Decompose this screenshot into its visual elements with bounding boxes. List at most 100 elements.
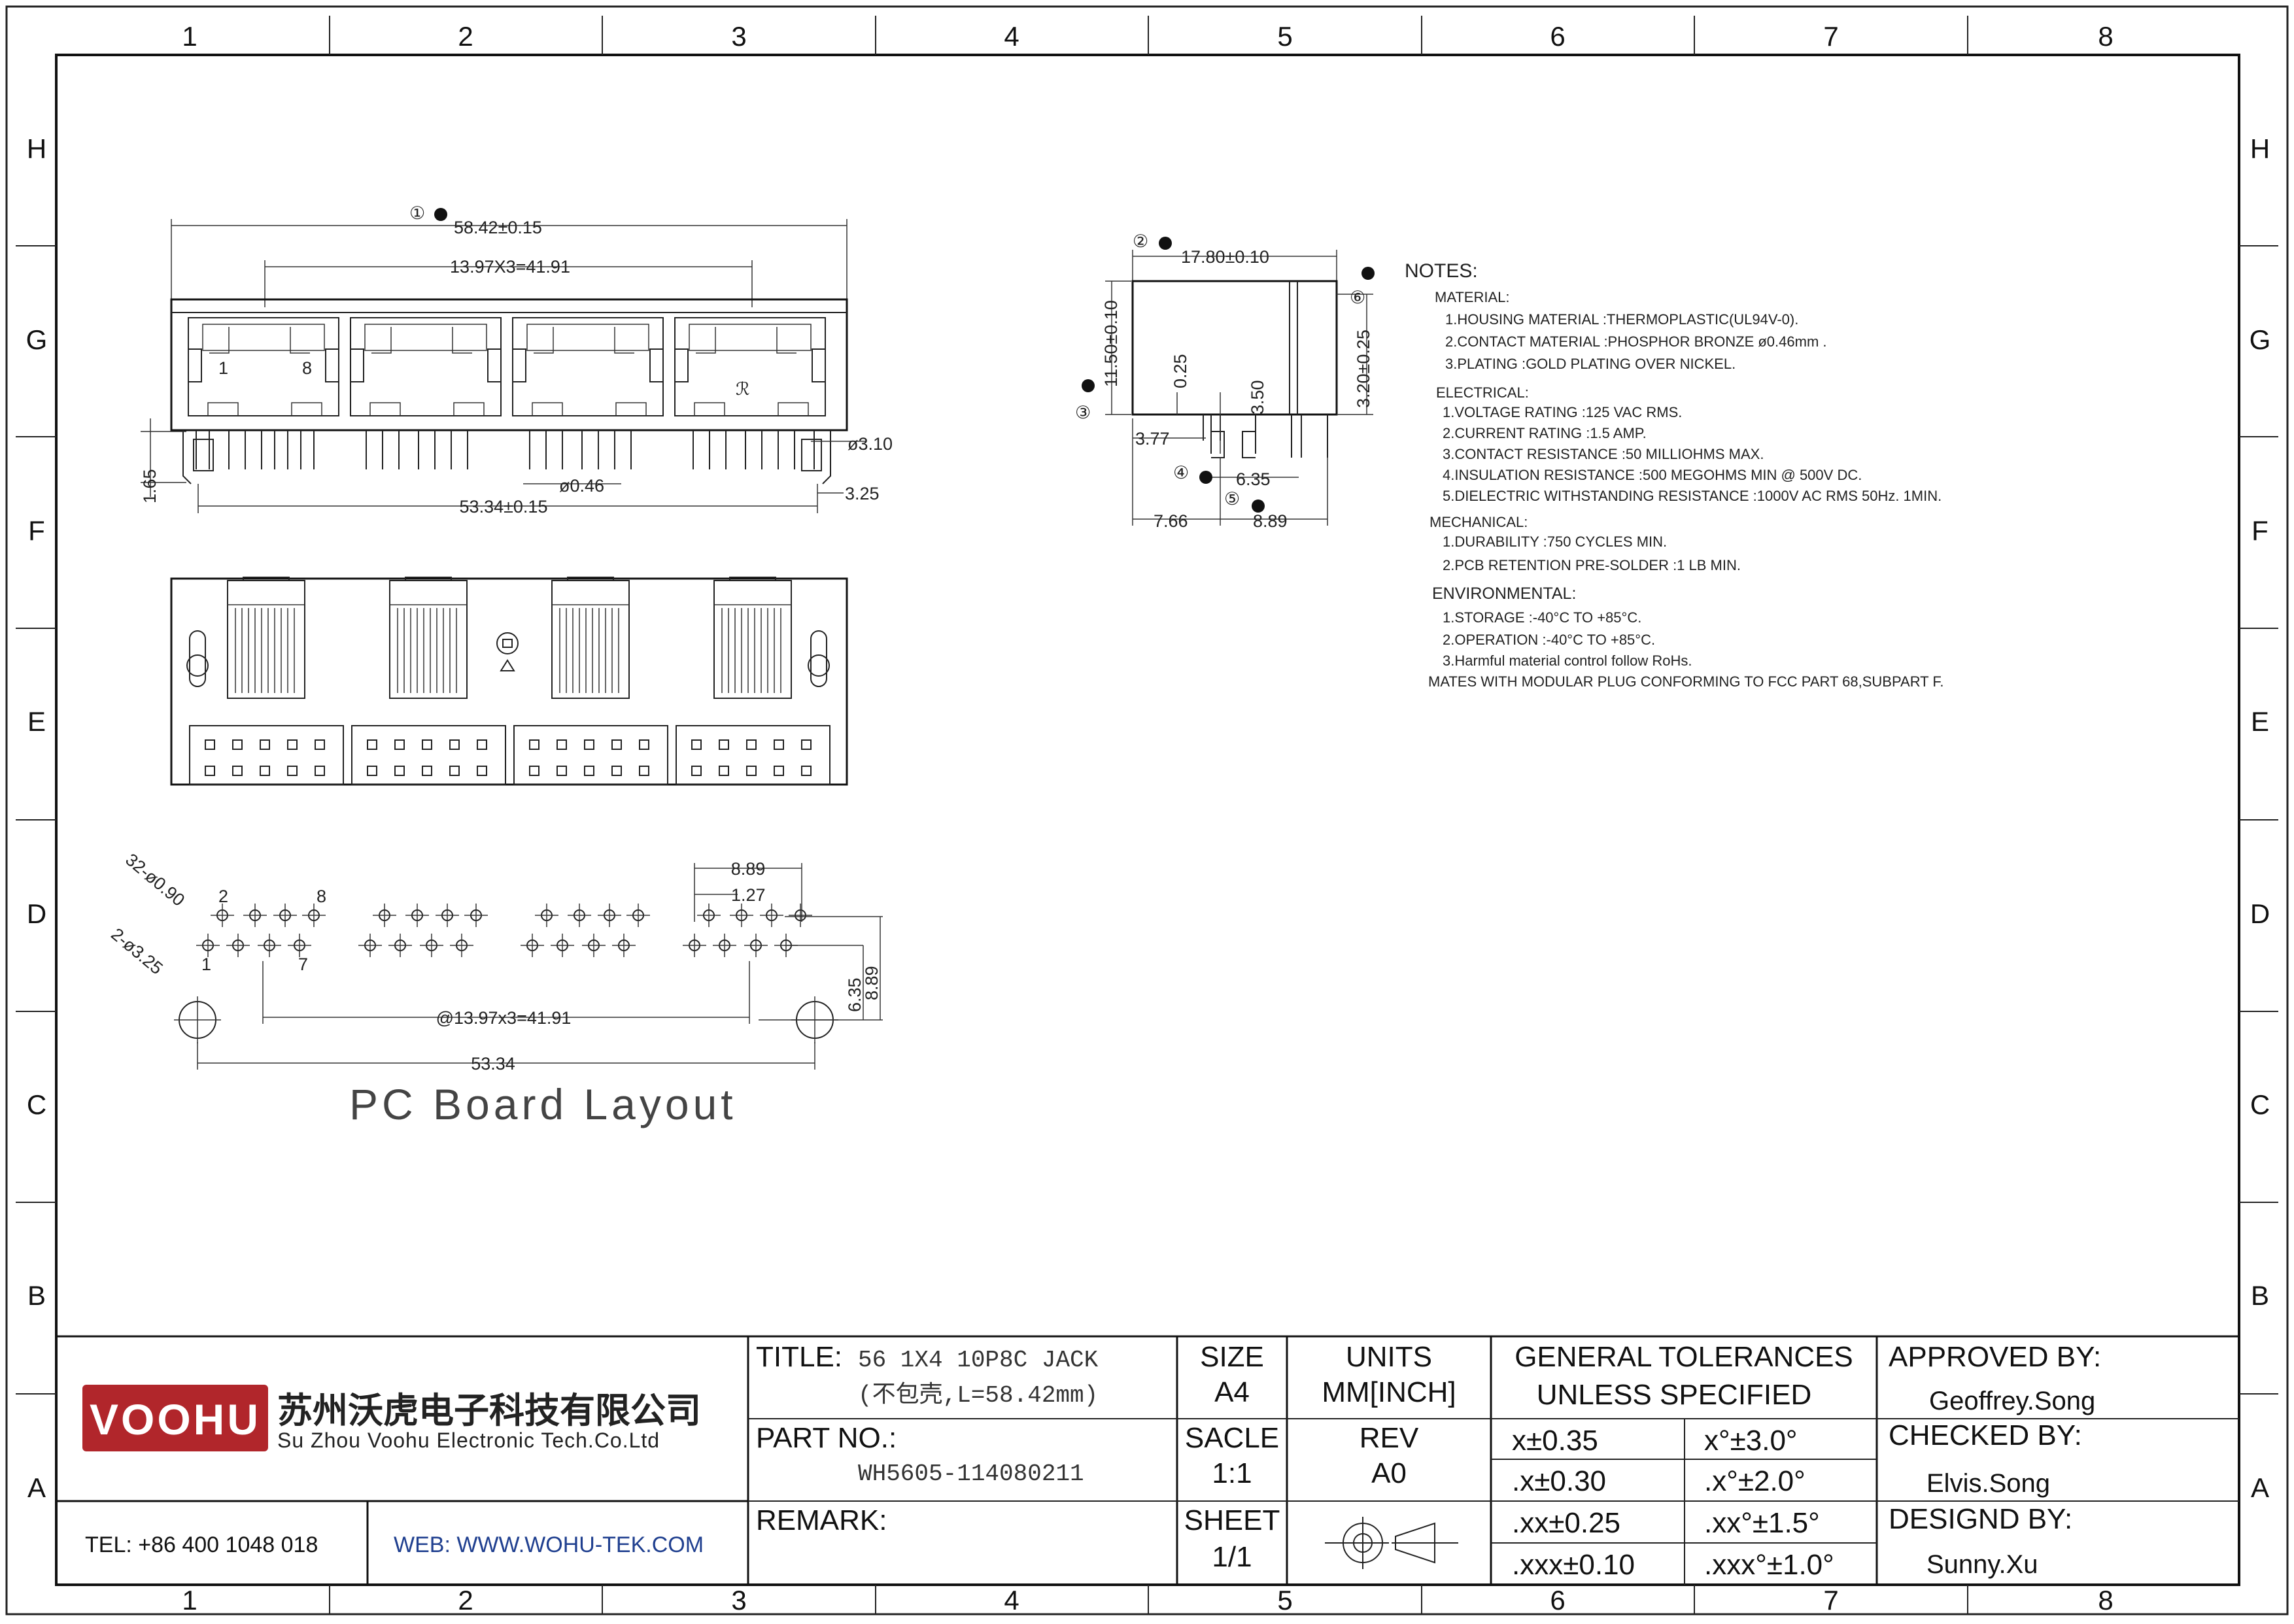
- solder-pad: [232, 739, 243, 750]
- row-label: E: [2251, 706, 2269, 737]
- row-label: A: [2251, 1472, 2269, 1503]
- col-label: 4: [1004, 1585, 1019, 1616]
- col-label: 1: [182, 1585, 197, 1616]
- units-label: UNITS: [1346, 1341, 1432, 1373]
- electrical-1: 1.VOLTAGE RATING :125 VAC RMS.: [1443, 404, 1682, 420]
- side-marker-320: ⑥: [1350, 288, 1365, 307]
- material-1: 1.HOUSING MATERIAL :THERMOPLASTIC(UL94V-…: [1445, 311, 1798, 328]
- company-name-cn: 苏州沃虎电子科技有限公司: [277, 1391, 701, 1430]
- electrical-2: 2.CURRENT RATING :1.5 AMP.: [1443, 425, 1647, 441]
- tolerance-linear-3: .xxx±0.10: [1512, 1549, 1635, 1581]
- row-label: E: [27, 706, 46, 737]
- pcb-hole-crosshair: [436, 904, 459, 927]
- solder-pad: [746, 766, 757, 776]
- tolerance-linear-2: .xx±0.25: [1512, 1507, 1620, 1539]
- pcb-caption: PC Board Layout: [349, 1080, 737, 1128]
- electrical-heading: ELECTRICAL:: [1436, 384, 1529, 401]
- side-marker-width: ②: [1133, 231, 1148, 251]
- solder-pad: [774, 739, 784, 750]
- pcb-pitch: @13.97x3=41.91: [436, 1008, 572, 1028]
- pcb-hole-crosshair: [373, 904, 396, 927]
- front-pitch: 13.97X3=41.91: [450, 257, 570, 277]
- tolerance-heading-2: UNLESS SPECIFIED: [1537, 1379, 1812, 1411]
- row-label: C: [27, 1089, 46, 1120]
- solder-pad: [315, 739, 325, 750]
- front-post-spacing: 53.34±0.15: [460, 497, 548, 516]
- solder-pad: [477, 766, 487, 776]
- pad-grid: [205, 739, 812, 776]
- pcb-hole-crosshair: [568, 904, 591, 927]
- solder-pad: [422, 739, 432, 750]
- row-label: F: [28, 515, 45, 546]
- col-label: 5: [1277, 21, 1292, 52]
- row-label: H: [27, 133, 46, 164]
- pcb-hole-crosshair: [697, 904, 721, 927]
- tolerance-heading-1: GENERAL TOLERANCES: [1515, 1341, 1853, 1373]
- pcb-layout: 32-ø0.90 2-ø3.25 2 8 1 7 8.89 1.27 6.35 …: [107, 850, 883, 1128]
- solder-pad: [691, 766, 702, 776]
- solder-pad: [584, 739, 594, 750]
- material-2: 2.CONTACT MATERIAL :PHOSPHOR BRONZE ø0.4…: [1445, 333, 1827, 350]
- solder-pad: [449, 739, 460, 750]
- warning-icon: [500, 659, 515, 671]
- mechanical-heading: MECHANICAL:: [1429, 514, 1528, 530]
- side-dim-350: 3.50: [1248, 380, 1267, 414]
- solder-pad: [529, 739, 539, 750]
- row-label: B: [27, 1280, 46, 1311]
- col-label: 2: [458, 1585, 473, 1616]
- solder-pad: [639, 739, 649, 750]
- solder-pad: [449, 766, 460, 776]
- lock-icon: [496, 632, 519, 654]
- electrical-5: 5.DIELECTRIC WITHSTANDING RESISTANCE :10…: [1443, 488, 1942, 504]
- solder-pad: [287, 739, 298, 750]
- critical-dimension-icon: [1199, 471, 1212, 484]
- solder-pad: [746, 739, 757, 750]
- sheet-value: 1/1: [1212, 1541, 1252, 1573]
- pcb-pin-2: 2: [218, 887, 228, 906]
- logo-text: VOOHU: [90, 1395, 261, 1444]
- critical-dimension-icon: [1361, 267, 1375, 280]
- pcb-hole-crosshair: [302, 904, 326, 927]
- company-name-en: Su Zhou Voohu Electronic Tech.Co.Ltd: [277, 1429, 660, 1452]
- pcb-hole-crosshair: [420, 934, 443, 957]
- material-heading: MATERIAL:: [1435, 289, 1510, 305]
- environmental-1: 1.STORAGE :-40°C TO +85°C.: [1443, 609, 1641, 626]
- size-label: SIZE: [1200, 1341, 1264, 1373]
- col-label: 2: [458, 21, 473, 52]
- front-pin-dia: ø0.46: [559, 476, 604, 496]
- col-label: 1: [182, 21, 197, 52]
- row-label: G: [26, 324, 48, 355]
- environmental-3: 3.Harmful material control follow RoHs.: [1443, 652, 1692, 669]
- checked-label: CHECKED BY:: [1889, 1419, 2082, 1451]
- pcb-hole-crosshair: [683, 934, 706, 957]
- side-body-outline: [1131, 280, 1338, 416]
- pcb-hole-crosshair: [226, 934, 250, 957]
- pcb-hole-count: 32-ø0.90: [122, 850, 188, 910]
- tolerance-linear-0: x±0.35: [1512, 1425, 1598, 1457]
- notes-heading: NOTES:: [1405, 260, 1478, 282]
- pcb-hole-crosshair: [450, 934, 473, 957]
- solder-pad: [477, 739, 487, 750]
- pin-first-label: 1: [218, 358, 228, 378]
- col-label: 7: [1823, 1585, 1838, 1616]
- part-no-label: PART NO.:: [756, 1422, 897, 1454]
- side-dim-320: 3.20±0.25: [1354, 330, 1373, 408]
- front-marker: ①: [409, 203, 425, 223]
- bottom-housing-outline: [170, 577, 848, 786]
- grid-labels-right: H G F E D C B A: [2250, 133, 2271, 1503]
- solder-pad: [556, 739, 567, 750]
- col-label: 3: [731, 1585, 746, 1616]
- side-marker-889: ⑤: [1224, 489, 1240, 509]
- solder-pad: [422, 766, 432, 776]
- pcb-pin-7: 7: [298, 955, 308, 974]
- approved-label: APPROVED BY:: [1889, 1341, 2101, 1373]
- size-value: A4: [1214, 1376, 1250, 1408]
- front-view: ① 58.42±0.15 13.97X3=41.91 1 8: [140, 203, 893, 516]
- side-marker-635: ④: [1173, 463, 1189, 482]
- front-post-offset: 3.25: [845, 484, 880, 503]
- pcb-hole-crosshair: [713, 934, 736, 957]
- tolerance-angular-1: .x°±2.0°: [1704, 1465, 1806, 1497]
- side-dim-635: 6.35: [1236, 469, 1271, 489]
